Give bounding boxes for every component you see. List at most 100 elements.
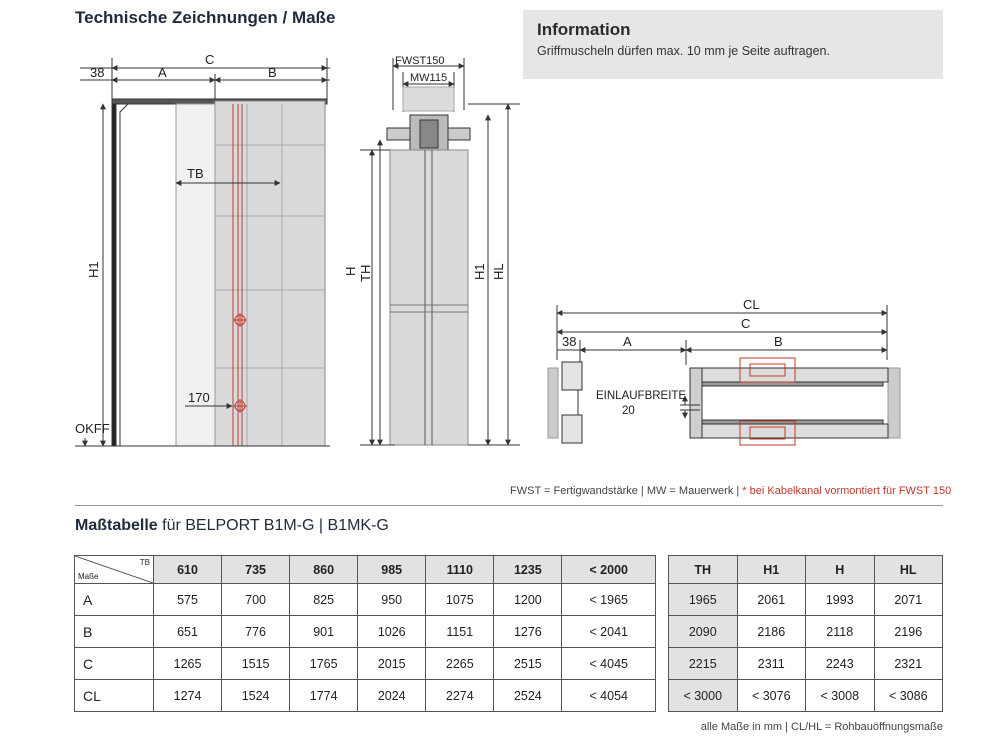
table-cell: 1200 xyxy=(493,583,563,616)
header-cell: H1 xyxy=(736,555,806,584)
table-cell: < 3008 xyxy=(805,679,875,712)
technical-drawing: 38 C A B TB H1 170 OKFF FWST150 MW115 H xyxy=(75,52,901,447)
table-cell: 1965 xyxy=(668,583,738,616)
table-row: CL 1274 1524 1774 2024 2274 2524 < 4054 xyxy=(74,679,656,712)
table-cell: 776 xyxy=(221,615,291,648)
table-row: A 575 700 825 950 1075 1200 < 1965 xyxy=(74,583,656,616)
table-cell: 1265 xyxy=(152,647,223,680)
table-cell: 1765 xyxy=(289,647,359,680)
table-cell: 700 xyxy=(221,583,291,616)
height-dimension-table: TH H1 H HL 1965 2061 1993 2071 2090 2186… xyxy=(668,555,943,712)
dim-c-plan: C xyxy=(741,316,750,331)
table-cell: 2524 xyxy=(493,679,563,712)
dim-h1-front: H1 xyxy=(86,261,101,278)
table-cell: 651 xyxy=(152,615,223,648)
dim-38-plan: 38 xyxy=(562,334,576,349)
corner-cell: TB Maße xyxy=(74,555,154,584)
info-title: Information xyxy=(537,20,631,39)
info-text: Griffmuscheln dürfen max. 10 mm je Seite… xyxy=(537,44,830,58)
dim-h: H xyxy=(343,267,358,276)
table-cell: 2243 xyxy=(805,647,875,680)
header-cell: H xyxy=(805,555,875,584)
header-cell: 1235 xyxy=(493,555,563,584)
dim-h1-side: H1 xyxy=(472,263,487,280)
table-cell: 2215 xyxy=(668,647,738,680)
page-title: Technische Zeichnungen / Maße xyxy=(75,8,336,27)
dim-170: 170 xyxy=(188,390,210,405)
header-cell: TH xyxy=(668,555,738,584)
side-view xyxy=(360,58,520,446)
table-row: 2090 2186 2118 2196 xyxy=(668,615,943,648)
table-cell: 950 xyxy=(357,583,427,616)
table-row: < 3000 < 3076 < 3008 < 3086 xyxy=(668,679,943,712)
row-label: CL xyxy=(74,679,154,712)
table-cell: 2265 xyxy=(425,647,495,680)
table-cell: 825 xyxy=(289,583,359,616)
plan-view xyxy=(547,305,901,446)
table-title: Maßtabelle für BELPORT B1M-G | B1MK-G xyxy=(75,517,389,535)
dim-20: 20 xyxy=(622,405,635,417)
table-row: 2215 2311 2243 2321 xyxy=(668,647,943,680)
row-label: B xyxy=(74,615,154,648)
table-title-bold: Maßtabelle xyxy=(75,517,158,534)
dim-cl: CL xyxy=(743,297,760,312)
legend-main: FWST = Fertigwandstärke | MW = Mauerwerk… xyxy=(510,485,743,497)
dim-hl: HL xyxy=(491,263,506,280)
table-cell: < 4054 xyxy=(561,679,656,712)
table-cell: 2321 xyxy=(873,647,943,680)
dim-b-front: B xyxy=(268,65,277,80)
table-cell: 1026 xyxy=(357,615,427,648)
table-header-row: TH H1 H HL xyxy=(668,555,943,584)
table-cell: 1075 xyxy=(425,583,495,616)
table-cell: 575 xyxy=(152,583,223,616)
table-title-rest: für BELPORT B1M-G | B1MK-G xyxy=(157,517,389,534)
table-cell: < 4045 xyxy=(561,647,656,680)
header-cell: < 2000 xyxy=(561,555,656,584)
dim-b-plan: B xyxy=(774,334,783,349)
table-cell: 2061 xyxy=(736,583,806,616)
dim-38-front: 38 xyxy=(90,65,104,80)
dim-a-plan: A xyxy=(623,334,632,349)
header-cell: 860 xyxy=(289,555,359,584)
dim-a-front: A xyxy=(158,65,167,80)
table-cell: 2515 xyxy=(493,647,563,680)
table-cell: 2274 xyxy=(425,679,495,712)
dim-c-front: C xyxy=(205,52,214,67)
table-cell: 1151 xyxy=(425,615,495,648)
table-row: B 651 776 901 1026 1151 1276 < 2041 xyxy=(74,615,656,648)
main-dimension-table: TB Maße 610 735 860 985 1110 1235 < 2000… xyxy=(74,555,656,712)
table-cell: 1276 xyxy=(493,615,563,648)
table-cell: 2196 xyxy=(873,615,943,648)
table-cell: 1774 xyxy=(289,679,359,712)
front-view xyxy=(75,58,330,447)
divider xyxy=(75,505,943,506)
table-cell: < 3000 xyxy=(668,679,738,712)
table-cell: < 3086 xyxy=(873,679,943,712)
label-einlaufbreite: EINLAUFBREITE xyxy=(596,390,686,402)
table-cell: 2015 xyxy=(357,647,427,680)
table-cell: 2186 xyxy=(736,615,806,648)
table-cell: < 3076 xyxy=(736,679,806,712)
table-cell: 2024 xyxy=(357,679,427,712)
dim-th: TH xyxy=(358,265,373,282)
table-row: 1965 2061 1993 2071 xyxy=(668,583,943,616)
header-cell: 735 xyxy=(221,555,291,584)
header-cell: 610 xyxy=(152,555,223,584)
legend-line: FWST = Fertigwandstärke | MW = Mauerwerk… xyxy=(510,485,951,497)
table-cell: 1515 xyxy=(221,647,291,680)
legend-red: * bei Kabelkanal vormontiert für FWST 15… xyxy=(742,485,952,497)
info-box: Information Griffmuscheln dürfen max. 10… xyxy=(523,10,943,79)
table-cell: 2311 xyxy=(736,647,806,680)
table-cell: 2118 xyxy=(805,615,875,648)
table-cell: 1524 xyxy=(221,679,291,712)
table-cell: 2090 xyxy=(668,615,738,648)
dim-mw115: MW115 xyxy=(410,72,447,84)
header-cell: 985 xyxy=(357,555,427,584)
row-label: C xyxy=(74,647,154,680)
header-cell: HL xyxy=(873,555,943,584)
table-cell: < 1965 xyxy=(561,583,656,616)
row-label: A xyxy=(74,583,154,616)
table-row: C 1265 1515 1765 2015 2265 2515 < 4045 xyxy=(74,647,656,680)
table-cell: 2071 xyxy=(873,583,943,616)
table-header-row: TB Maße 610 735 860 985 1110 1235 < 2000 xyxy=(74,555,656,584)
